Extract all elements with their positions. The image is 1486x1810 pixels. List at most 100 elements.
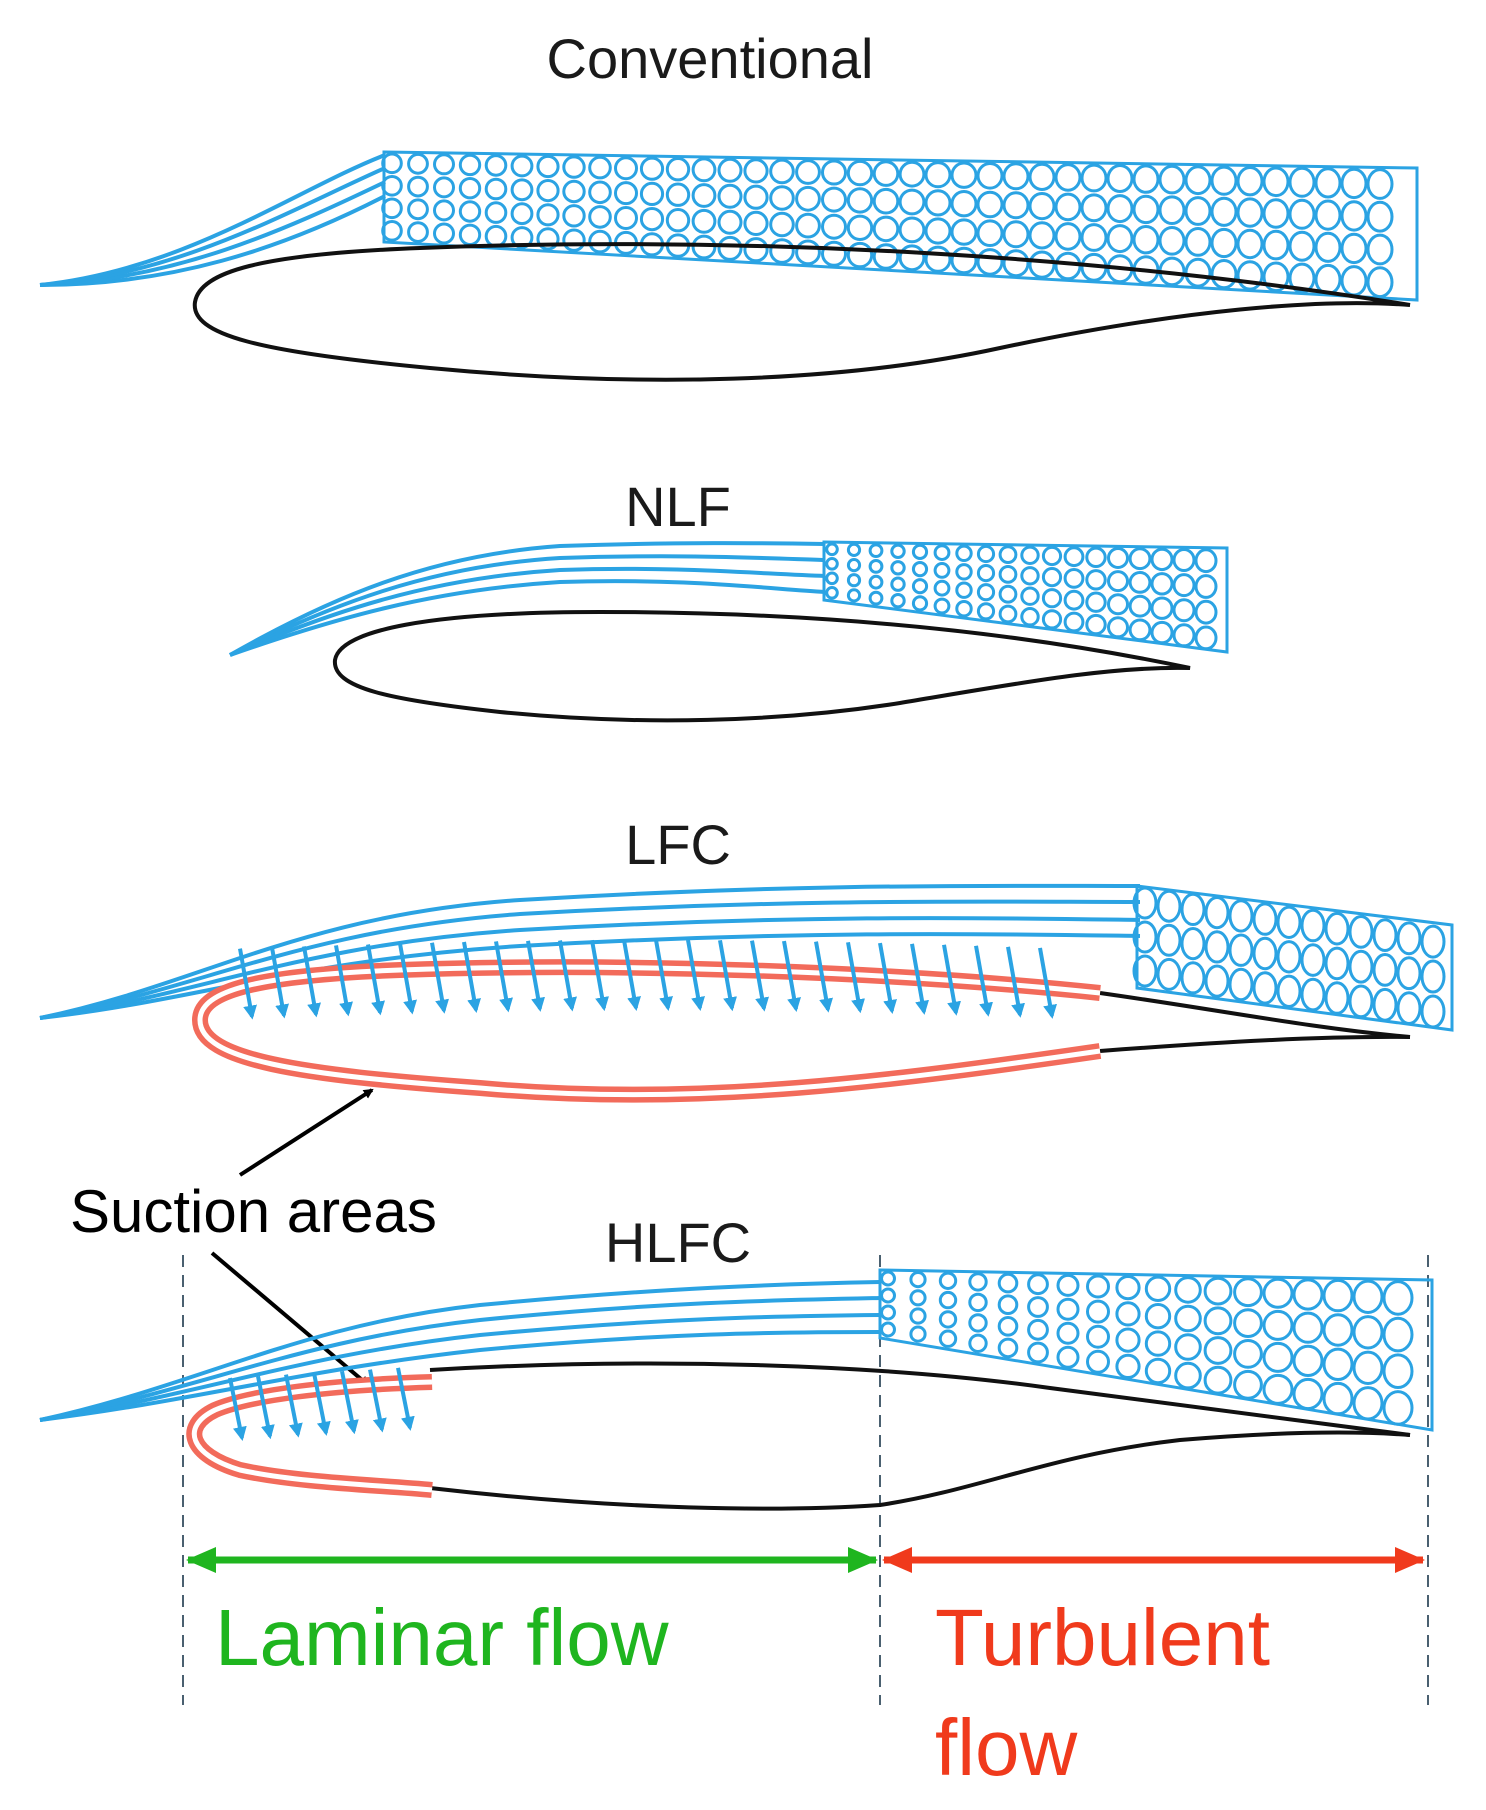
eddy-circle — [1322, 1381, 1354, 1416]
eddy-circle — [955, 600, 973, 618]
eddy-circle — [1340, 265, 1368, 297]
eddy-circle — [950, 190, 978, 218]
eddy-circle — [998, 584, 1018, 604]
eddy-circle — [933, 544, 951, 561]
eddy-circle — [1106, 164, 1134, 193]
eddy-circle — [1210, 196, 1238, 227]
turbulent-region-outline — [878, 1268, 1434, 1432]
eddy-circle — [1180, 927, 1206, 961]
eddy-circle — [1107, 570, 1129, 593]
guide-lines — [182, 1255, 1429, 1705]
suction-arrow — [878, 942, 897, 1015]
eddy-circle — [407, 198, 429, 221]
eddy-circle — [407, 152, 429, 175]
eddy-circle — [1107, 547, 1129, 569]
eddy-circle — [1372, 953, 1398, 987]
eddy-circle — [1156, 889, 1182, 923]
eddy-circle — [976, 219, 1004, 247]
eddy-circle — [743, 237, 769, 263]
eddy-circle — [743, 184, 769, 210]
eddy-circle — [588, 155, 612, 180]
suction-arrow — [622, 939, 641, 1011]
eddy-circle — [1002, 249, 1030, 278]
turbulent-eddies-hlfc — [878, 1268, 1434, 1432]
eddy-circle — [1204, 930, 1230, 964]
eddy-circle — [1352, 1279, 1384, 1315]
eddy-circle — [1027, 1296, 1049, 1318]
eddy-circle — [769, 158, 795, 185]
eddy-circle — [997, 1294, 1019, 1315]
eddy-circle — [717, 209, 743, 235]
eddy-circle — [1041, 609, 1063, 630]
eddy-circle — [1002, 162, 1030, 191]
eddy-circle — [1194, 599, 1218, 625]
eddy-circle — [1396, 991, 1422, 1025]
eddy-circle — [1150, 596, 1174, 620]
eddy-circle — [825, 542, 839, 557]
eddy-circle — [1322, 1313, 1354, 1347]
eddy-circle — [1020, 566, 1040, 586]
eddy-circle — [821, 186, 847, 213]
suction-arrow — [256, 1375, 275, 1440]
turbulent-region-outline — [822, 540, 1229, 654]
eddy-circle — [1204, 896, 1230, 930]
eddy-circle — [872, 215, 900, 243]
eddy-circle — [1144, 1275, 1172, 1303]
eddy-circle — [924, 189, 952, 217]
eddy-circle — [484, 154, 508, 177]
eddy-circle — [562, 179, 586, 204]
eddy-circle — [1194, 574, 1218, 599]
eddy-circle — [868, 574, 884, 590]
eddy-circle — [976, 564, 996, 583]
airfoil-nlf — [332, 609, 1191, 723]
eddy-circle — [1382, 1353, 1414, 1389]
eddy-circle — [976, 544, 996, 564]
eddy-circle — [924, 161, 952, 189]
eddy-circle — [868, 590, 884, 606]
eddy-circle — [1174, 1276, 1202, 1304]
eddy-circle — [1158, 226, 1186, 256]
eddy-circle — [1144, 1303, 1172, 1330]
callout-suction-areas: Suction areas — [70, 1088, 437, 1387]
suction-arrow — [782, 940, 801, 1013]
airfoil-hlfc-upper — [429, 1361, 1411, 1437]
eddy-circle — [1262, 198, 1290, 229]
eddy-circle — [1056, 1273, 1080, 1297]
suction-arrow — [590, 939, 609, 1012]
eddy-circle — [872, 187, 900, 215]
eddy-circle — [1174, 1304, 1202, 1333]
eddy-circle — [1236, 260, 1264, 291]
eddy-circle — [872, 160, 900, 187]
eddy-circle — [1132, 225, 1160, 255]
eddy-circle — [898, 216, 926, 244]
suction-arrow — [396, 1367, 415, 1431]
eddy-circle — [968, 1333, 988, 1354]
eddy-circle — [898, 188, 926, 216]
eddy-circle — [1132, 920, 1158, 954]
eddy-circle — [955, 563, 973, 581]
eddy-circle — [868, 559, 884, 574]
eddy-circle — [933, 562, 951, 579]
eddy-circle — [795, 159, 821, 185]
eddy-circle — [1150, 572, 1174, 596]
eddy-circle — [1203, 1336, 1233, 1365]
eddy-circle — [1236, 197, 1264, 228]
eddy-circle — [614, 156, 638, 181]
eddy-circle — [562, 204, 586, 228]
eddy-circle — [1027, 1341, 1049, 1364]
eddy-circle — [1002, 220, 1030, 249]
eddy-circle — [1352, 1315, 1384, 1350]
eddy-circle — [998, 565, 1018, 584]
eddy-circle — [458, 223, 482, 247]
eddy-circle — [924, 217, 952, 245]
eddy-circle — [1203, 1276, 1233, 1306]
eddy-circle — [890, 576, 906, 592]
eddy-circle — [976, 190, 1004, 219]
suction-arrows-lfc — [238, 939, 1057, 1020]
eddy-circle — [1063, 589, 1085, 611]
eddy-circle — [1233, 1339, 1263, 1369]
eddy-circle — [433, 176, 455, 199]
laminar-flow-label: Laminar flow — [215, 1593, 669, 1682]
eddy-circle — [1288, 230, 1316, 262]
suction-arrow — [1038, 947, 1057, 1019]
